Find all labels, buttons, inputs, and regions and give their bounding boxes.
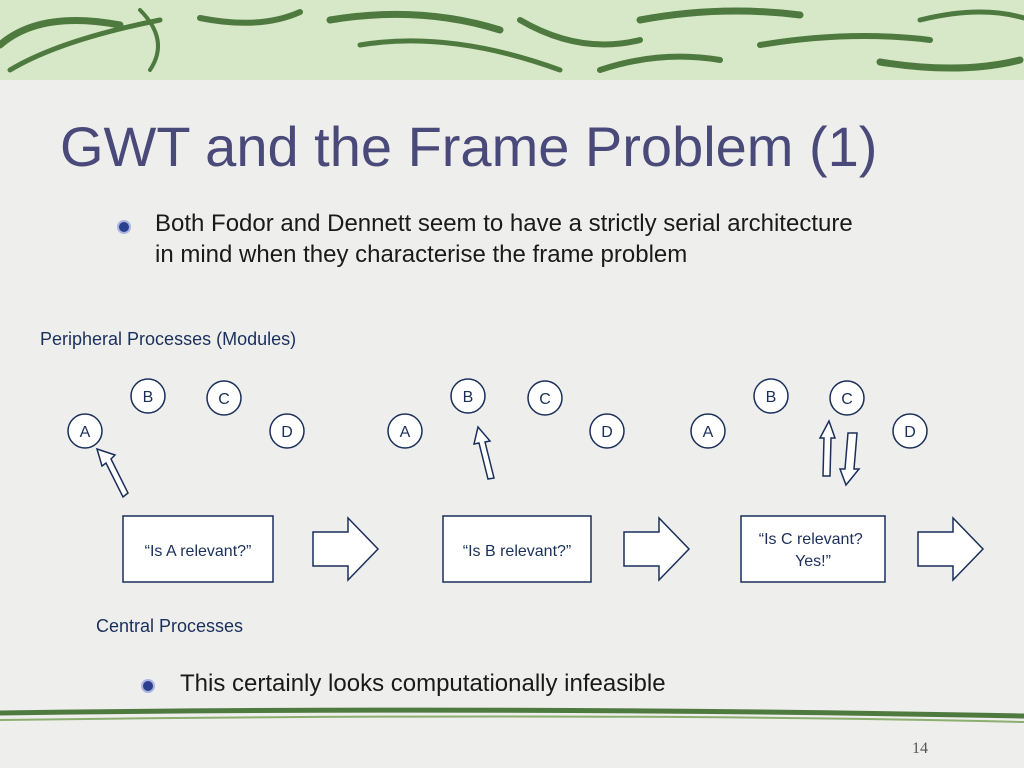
module-node — [269, 413, 305, 449]
module-node-label: C — [841, 391, 853, 408]
header-band — [0, 0, 1024, 80]
query-text-c-line-2: Yes!” — [795, 553, 831, 570]
module-node — [829, 380, 865, 416]
module-node-label: B — [143, 389, 154, 406]
module-group-1: B C A D — [67, 378, 305, 449]
query-arrows — [95, 419, 861, 499]
module-node-label: B — [463, 389, 474, 406]
module-node-label: C — [218, 391, 230, 408]
module-node — [589, 413, 625, 449]
module-group-2: B C A D — [387, 378, 625, 449]
query-arrow-to-b — [473, 425, 495, 480]
module-node-label: A — [80, 424, 91, 441]
sequence-arrows — [312, 516, 985, 582]
query-arrow-to-a — [95, 447, 129, 499]
reply-arrow-from-c — [838, 432, 861, 487]
central-boxes: “Is A relevant?” “Is B relevant?” “Is C … — [122, 515, 886, 583]
query-arrow-to-c — [818, 419, 837, 477]
query-box-c — [740, 515, 886, 583]
query-text-c: “Is C relevant? Yes!” — [759, 531, 868, 570]
next-arrow-1 — [312, 516, 380, 582]
module-node — [527, 380, 563, 416]
module-node — [387, 413, 423, 449]
module-node-label: A — [400, 424, 411, 441]
module-node-label: D — [601, 424, 613, 441]
query-box-a — [122, 515, 274, 583]
query-box-b — [442, 515, 592, 583]
module-node — [67, 413, 103, 449]
central-processes-label: Central Processes — [96, 616, 244, 636]
next-arrow-3 — [917, 516, 985, 582]
next-arrow-2 — [623, 516, 691, 582]
module-node — [450, 378, 486, 414]
module-node — [206, 380, 242, 416]
module-node-label: C — [539, 391, 551, 408]
bullet-text-2: This certainly looks computationally inf… — [180, 670, 666, 697]
module-node-label: D — [904, 424, 916, 441]
peripheral-processes-label: Peripheral Processes (Modules) — [40, 329, 297, 349]
module-node-label: A — [703, 424, 714, 441]
footer-divider — [0, 707, 1024, 719]
bullet-icon — [141, 679, 155, 693]
bullet-icon — [117, 220, 131, 234]
page-number: 14 — [912, 740, 928, 757]
slide-title: GWT and the Frame Problem (1) — [60, 115, 878, 178]
header-decor — [0, 7, 1024, 73]
module-group-3: B C A D — [690, 378, 928, 449]
module-node — [892, 413, 928, 449]
module-node-label: D — [281, 424, 293, 441]
module-node-label: B — [766, 389, 777, 406]
module-node — [130, 378, 166, 414]
query-text-a: “Is A relevant?” — [145, 543, 252, 560]
query-text-b: “Is B relevant?” — [463, 543, 571, 560]
footer-divider-thin — [0, 715, 1024, 723]
bullet-text-1: Both Fodor and Dennett seem to have a st… — [155, 210, 853, 268]
module-node — [690, 413, 726, 449]
query-text-c-line-1: “Is C relevant? — [759, 531, 863, 548]
module-node — [753, 378, 789, 414]
